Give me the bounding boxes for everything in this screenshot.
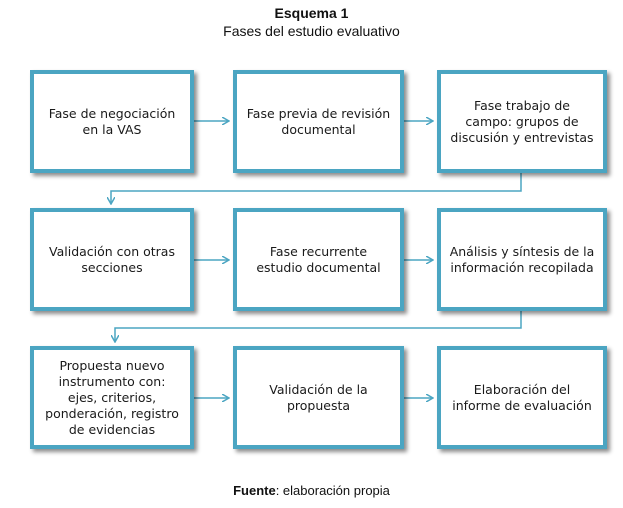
step-label-1: Fase de negociación en la VAS bbox=[48, 105, 176, 137]
arrow-6-7 bbox=[115, 311, 522, 341]
step-label-6: Análisis y síntesis de la información re… bbox=[449, 243, 595, 275]
step-label-7: Propuesta nuevo instrumento con: ejes, c… bbox=[45, 357, 179, 437]
step-box-4: Validación con otras secciones bbox=[30, 208, 194, 311]
step-box-5: Fase recurrente estudio documental bbox=[233, 208, 404, 311]
source-note: Fuente: elaboración propia bbox=[0, 483, 623, 498]
step-box-3: Fase trabajo de campo: grupos de discusi… bbox=[437, 70, 607, 173]
diagram-title: Esquema 1 bbox=[274, 5, 349, 21]
arrow-3-4 bbox=[111, 173, 522, 203]
step-box-1: Fase de negociación en la VAS bbox=[30, 70, 194, 173]
step-box-7: Propuesta nuevo instrumento con: ejes, c… bbox=[30, 346, 194, 449]
source-text: : elaboración propia bbox=[275, 483, 390, 498]
step-label-5: Fase recurrente estudio documental bbox=[256, 243, 381, 275]
step-box-9: Elaboración del informe de evaluación bbox=[437, 346, 607, 449]
step-label-4: Validación con otras secciones bbox=[49, 243, 175, 275]
step-label-3: Fase trabajo de campo: grupos de discusi… bbox=[450, 97, 594, 145]
step-box-8: Validación de la propuesta bbox=[233, 346, 404, 449]
diagram-subtitle: Fases del estudio evaluativo bbox=[223, 23, 400, 39]
step-label-2: Fase previa de revisión documental bbox=[246, 105, 391, 137]
step-label-8: Validación de la propuesta bbox=[269, 381, 368, 413]
step-box-2: Fase previa de revisión documental bbox=[233, 70, 404, 173]
source-label: Fuente bbox=[233, 483, 276, 498]
step-label-9: Elaboración del informe de evaluación bbox=[452, 381, 592, 413]
step-box-6: Análisis y síntesis de la información re… bbox=[437, 208, 607, 311]
